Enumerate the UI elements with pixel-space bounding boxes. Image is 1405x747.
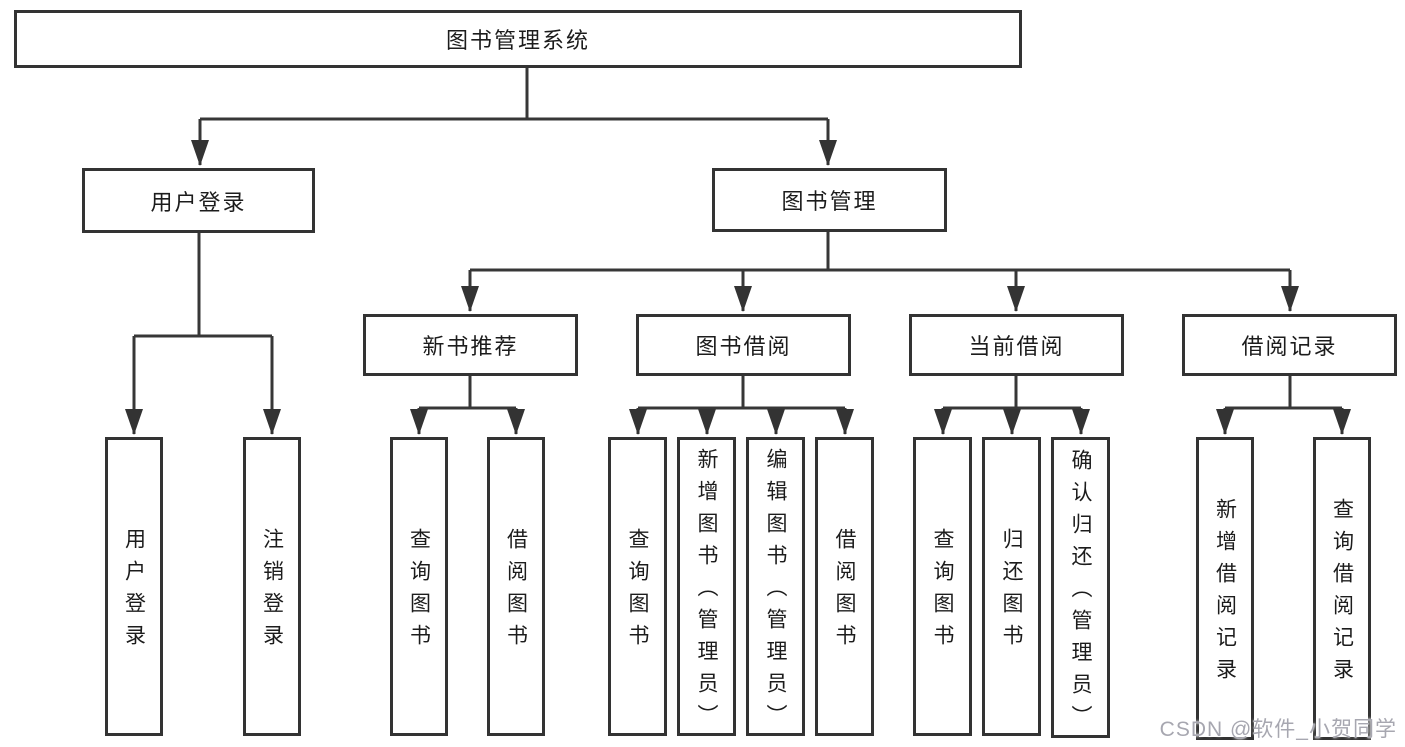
node-user-login: 用户登录 bbox=[82, 168, 315, 233]
leaf-borrow-books: 借阅图书 bbox=[815, 437, 874, 736]
node-label: 用户登录 bbox=[150, 189, 247, 215]
node-label: 借阅记录 bbox=[1241, 334, 1338, 359]
leaf-label: 归还图书 bbox=[1000, 528, 1023, 656]
node-label: 图书管理 bbox=[781, 189, 878, 214]
leaf-borrow-books: 借阅图书 bbox=[487, 437, 545, 736]
leaf-logout: 注销登录 bbox=[243, 437, 301, 736]
leaf-label: 查询图书 bbox=[407, 528, 431, 656]
leaf-label: 借阅图书 bbox=[833, 528, 856, 656]
node-label: 新书推荐 bbox=[422, 334, 519, 359]
leaf-query-borrow-record: 查询借阅记录 bbox=[1313, 437, 1371, 740]
node-book-management-system: 图书管理系统 bbox=[14, 10, 1022, 68]
leaf-label: 注销登录 bbox=[260, 528, 284, 656]
node-label: 当前借阅 bbox=[968, 334, 1065, 359]
node-current-borrow: 当前借阅 bbox=[909, 314, 1124, 376]
node-label: 图书借阅 bbox=[695, 334, 792, 359]
leaf-label: 编辑图书（管理员） bbox=[764, 448, 787, 736]
leaf-label: 借阅图书 bbox=[504, 528, 528, 656]
leaf-query-books: 查询图书 bbox=[608, 437, 667, 736]
leaf-query-books: 查询图书 bbox=[390, 437, 448, 736]
node-label: 图书管理系统 bbox=[445, 28, 590, 53]
leaf-label: 用户登录 bbox=[122, 528, 146, 656]
leaf-label: 查询图书 bbox=[931, 528, 954, 656]
leaf-label: 新增图书（管理员） bbox=[695, 448, 718, 736]
leaf-label: 查询借阅记录 bbox=[1330, 498, 1354, 690]
node-book-borrow: 图书借阅 bbox=[636, 314, 851, 376]
leaf-query-books: 查询图书 bbox=[913, 437, 972, 736]
leaf-label: 确认归还（管理员） bbox=[1069, 449, 1092, 737]
leaf-add-borrow-record: 新增借阅记录 bbox=[1196, 437, 1254, 740]
leaf-edit-books-admin: 编辑图书（管理员） bbox=[746, 437, 805, 736]
csdn-watermark: CSDN @软件_小贺同学 bbox=[1159, 718, 1397, 741]
leaf-confirm-return-admin: 确认归还（管理员） bbox=[1051, 437, 1110, 738]
leaf-user-login: 用户登录 bbox=[105, 437, 163, 736]
leaf-return-books: 归还图书 bbox=[982, 437, 1041, 736]
leaf-add-books-admin: 新增图书（管理员） bbox=[677, 437, 736, 736]
node-book-management: 图书管理 bbox=[712, 168, 947, 232]
leaf-label: 新增借阅记录 bbox=[1213, 498, 1237, 690]
leaf-label: 查询图书 bbox=[626, 528, 649, 656]
node-borrow-records: 借阅记录 bbox=[1182, 314, 1397, 376]
node-new-book-recommend: 新书推荐 bbox=[363, 314, 578, 376]
